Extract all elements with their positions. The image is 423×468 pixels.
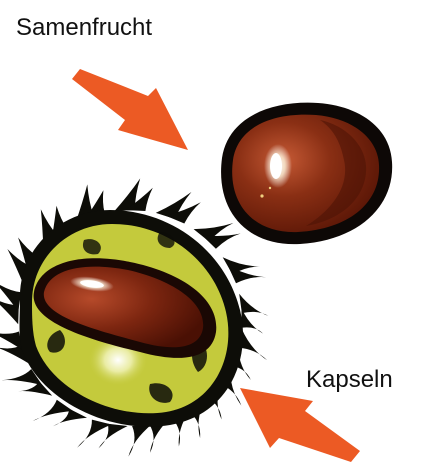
capsule-spike — [239, 294, 268, 316]
capsule-spike — [0, 331, 23, 350]
capsule-spike — [77, 420, 111, 448]
seed-label: Samenfrucht — [16, 14, 152, 42]
capsule-arrow-icon — [240, 388, 360, 462]
capsule-label: Kapseln — [306, 366, 393, 394]
chestnut-seed-icon — [221, 103, 392, 244]
spiky-capsule-icon — [0, 178, 268, 456]
capsule-spike — [128, 424, 152, 457]
capsule-spike — [202, 234, 241, 249]
seed-arrow-icon — [72, 69, 188, 150]
